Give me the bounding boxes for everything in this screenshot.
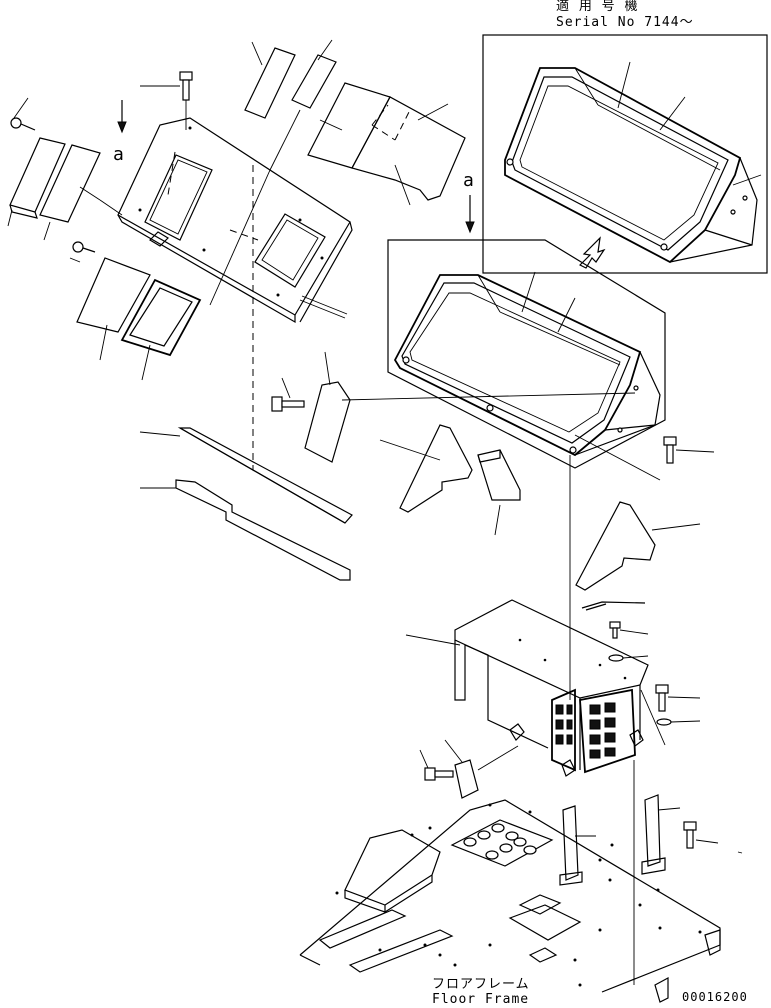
view-mark-left: a xyxy=(113,144,125,165)
holes xyxy=(463,823,537,860)
seal-strips xyxy=(139,427,353,581)
left-plates xyxy=(7,97,202,381)
bolt-lower xyxy=(419,739,519,799)
small-parts-right xyxy=(581,601,701,726)
floor-frame-label-jp: フロアフレーム xyxy=(432,977,530,992)
drawing-number: 00016200 xyxy=(682,990,748,1004)
bolt-right xyxy=(574,434,715,481)
view-arrow-right xyxy=(465,195,475,234)
bolt-top xyxy=(140,71,193,130)
pad-strips xyxy=(209,39,466,306)
floor-frame xyxy=(299,794,743,1003)
inset-arrow xyxy=(578,236,606,269)
vent-slots xyxy=(555,702,616,759)
floor-frame-label-en: Floor Frame xyxy=(432,992,530,1007)
right-tray xyxy=(341,239,666,469)
serial-number: Serial No 7144～ xyxy=(556,15,694,30)
applicability-title: 適 用 号 機 xyxy=(556,0,639,14)
gussets xyxy=(379,424,701,591)
view-arrow-left xyxy=(117,100,127,134)
control-housing xyxy=(405,455,666,985)
inset-box xyxy=(482,34,768,274)
bolt-middle xyxy=(271,351,351,463)
view-mark-right: a xyxy=(463,170,475,191)
left-cover-assembly xyxy=(117,117,353,470)
